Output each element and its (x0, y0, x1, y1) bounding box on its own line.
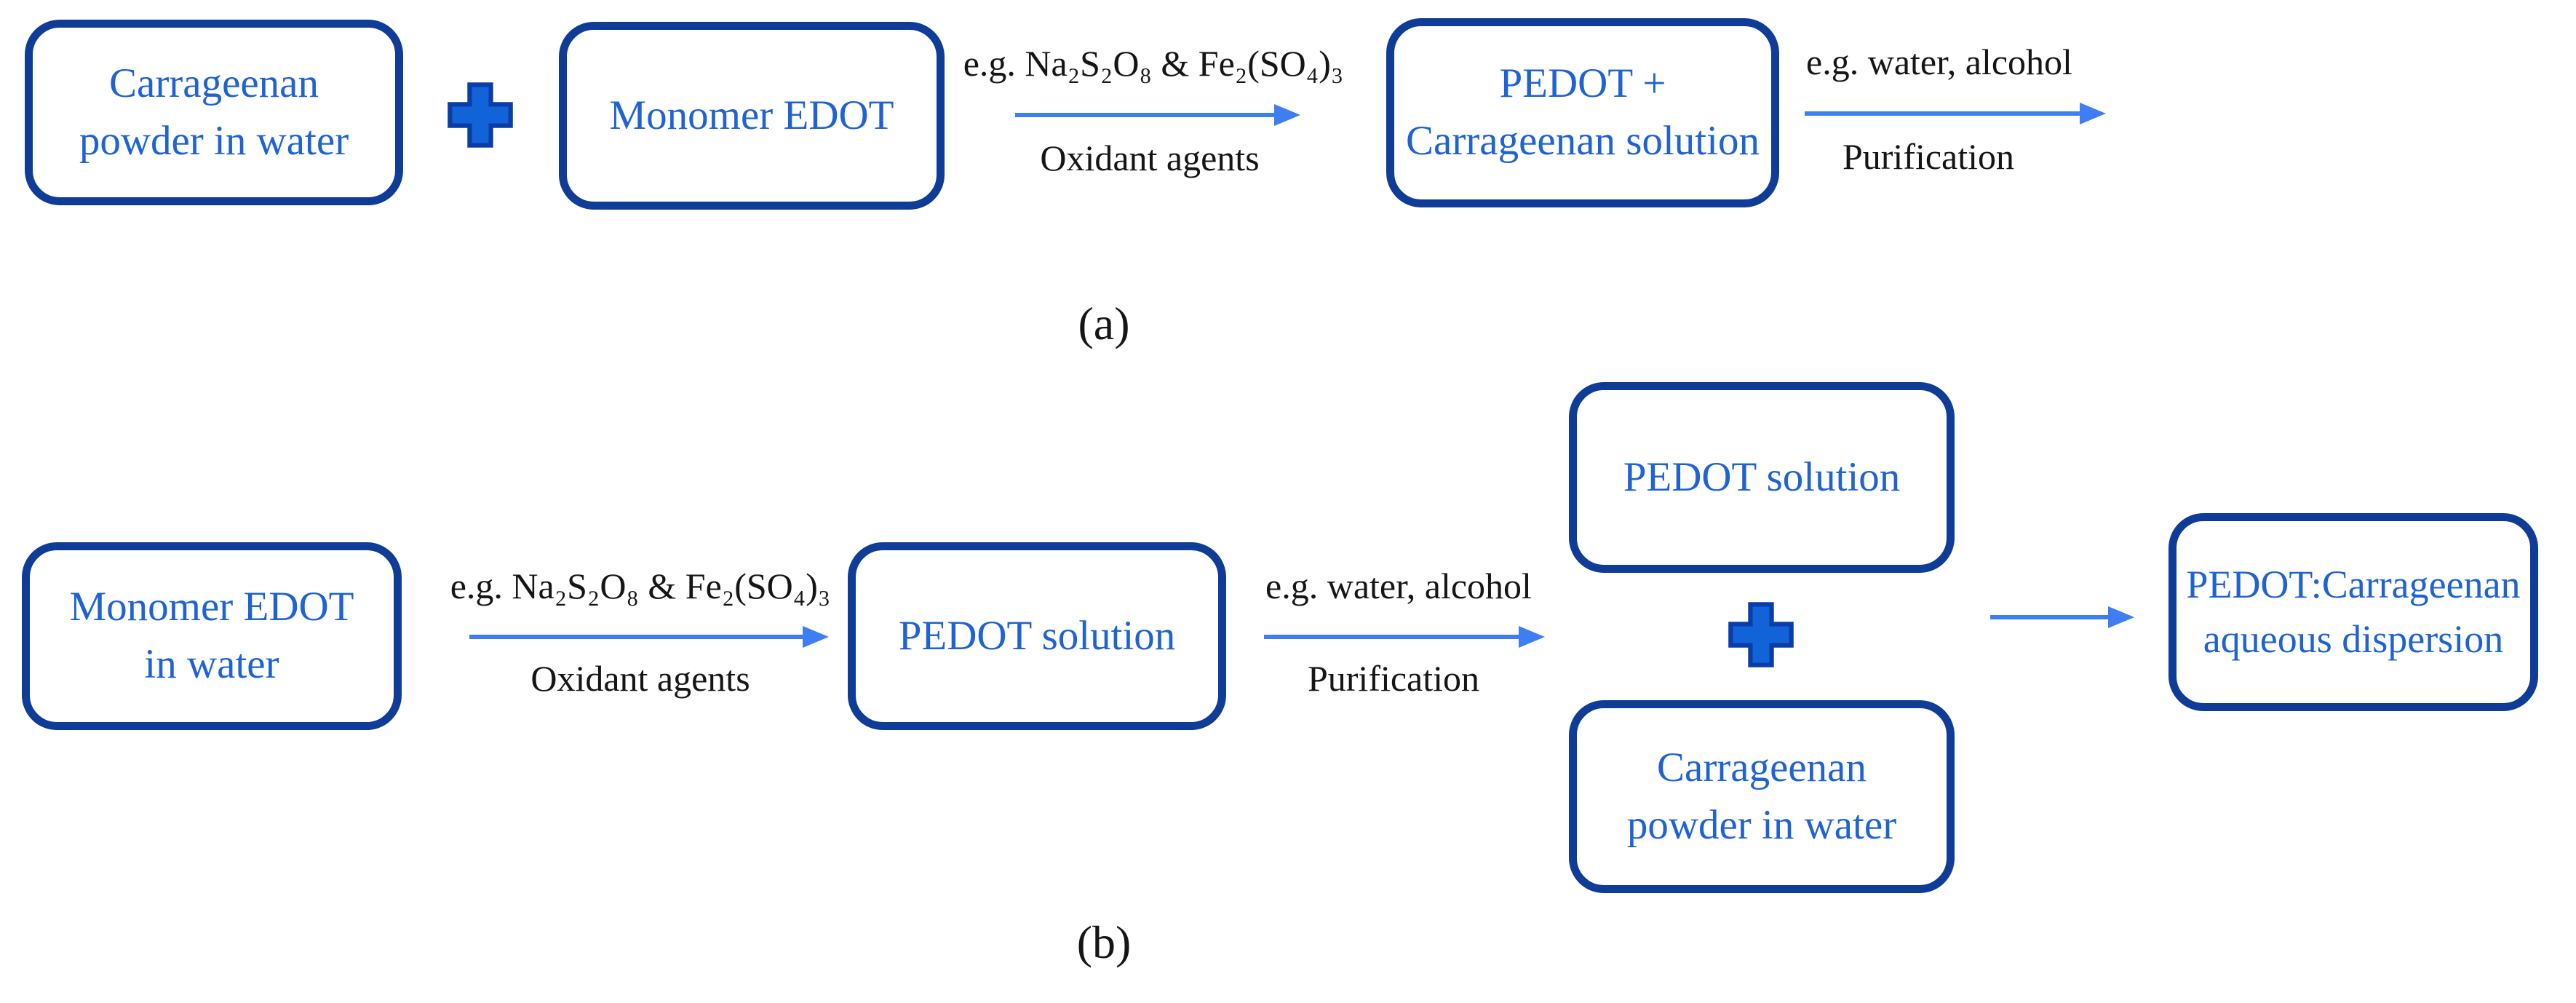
step-label-water-alcohol: e.g. water, alcohol (1806, 41, 2072, 82)
step-label-oxidant-agents: Oxidant agents (530, 658, 750, 699)
step-label-purification: Purification (1307, 658, 1480, 699)
step-label-purification: Purification (1842, 136, 2015, 177)
arrow-right-icon (1264, 635, 1520, 639)
box-pedot-carrageenan-aqueous-dispersion: PEDOT:Carrageenan aqueous dispersion (2168, 513, 2538, 711)
step-label-water-alcohol: e.g. water, alcohol (1265, 566, 1532, 606)
step-label-oxidants-formula: e.g. Na₂S₂O₈ & Fe₂(SO₄)₃ (963, 43, 1344, 84)
step-label-oxidants-formula: e.g. Na₂S₂O₈ & Fe₂(SO₄)₃ (450, 566, 831, 606)
plus-icon (448, 82, 513, 148)
caption-b: (b) (1076, 916, 1132, 968)
box-monomer-edot: Monomer EDOT (559, 22, 945, 210)
box-carrageenan-powder-in-water: Carrageenan powder in water (25, 20, 403, 205)
box-pedot-solution: PEDOT solution (848, 542, 1226, 730)
arrow-right-icon (1990, 615, 2110, 619)
arrow-right-icon (1015, 113, 1276, 117)
plus-icon (1728, 602, 1794, 667)
box-carrageenan-powder-in-water-2: Carrageenan powder in water (1569, 700, 1955, 893)
box-monomer-edot-in-water: Monomer EDOT in water (22, 542, 402, 730)
box-pedot-carrageenan-solution: PEDOT + Carrageenan solution (1386, 18, 1779, 207)
caption-a: (a) (1078, 298, 1130, 349)
step-label-oxidant-agents: Oxidant agents (1040, 138, 1260, 178)
box-pedot-solution-2: PEDOT solution (1569, 382, 1955, 573)
arrow-right-icon (1805, 111, 2081, 116)
arrow-right-icon (469, 635, 804, 639)
